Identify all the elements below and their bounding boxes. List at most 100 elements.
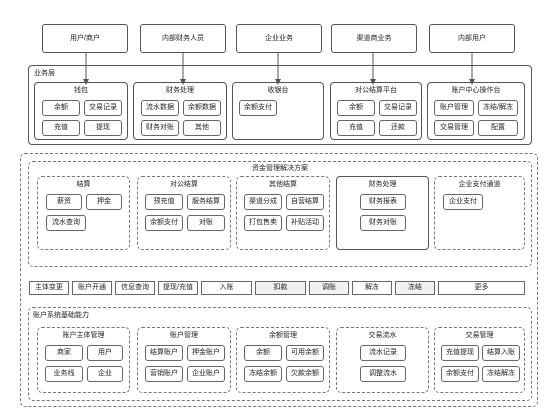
item-enterprise-pay: 企业支付 (443, 194, 483, 210)
business-layer: 业务层 (28, 65, 532, 145)
item-business-line: 业务线 (45, 366, 83, 382)
group-title: 交易流水 (368, 332, 397, 339)
group-wallet: 钱包 余额 交易记录 充值 提现 (34, 82, 128, 140)
group-title: 企业支付通道 (458, 181, 501, 188)
group-title: 账户中心操作台 (451, 87, 501, 94)
entity-user-merchant: 用户/商户 (42, 24, 128, 53)
group-title: 收银台 (267, 87, 289, 94)
group-title: 财务处理 (166, 87, 194, 94)
group-other-settle: 其他结算 渠道分成 自营结算 打包售卖 补贴活动 (236, 176, 330, 250)
item-freeze-unfreeze: 冻结解冻 (482, 366, 520, 382)
item-settle-credit: 结算入账 (482, 345, 520, 361)
item-marketing-account: 营销账户 (145, 366, 183, 382)
action-credit: 入账 (201, 281, 252, 295)
base-capability-label: 账户系统基础能力 (33, 312, 89, 319)
item-balance-pay: 余额支付 (441, 366, 479, 382)
base-capability-section: 账户系统基础能力 (28, 307, 532, 401)
item-transactions: 交易记录 (84, 100, 122, 116)
entity-label: 渠道商业务 (356, 35, 392, 42)
item-repay: 还款 (379, 120, 417, 136)
item-salary: 薪资 (46, 194, 82, 210)
group-title: 财务处理 (368, 181, 397, 188)
action-unfreeze: 解冻 (352, 281, 392, 295)
group-title: 账户主体管理 (62, 332, 105, 339)
item-flow-query: 流水查询 (46, 215, 86, 231)
item-channel-share: 渠道分成 (244, 194, 282, 210)
item-finance-report: 财务报表 (360, 194, 406, 210)
group-title: 其他结算 (269, 181, 297, 188)
account-system-boundary (20, 153, 538, 407)
group-corporate-settle: 对公结算 预充值 服务结算 余额支付 对账 (137, 176, 231, 250)
group-corporate-settlement: 对公结算平台 余额 交易记录 充值 还款 (330, 82, 422, 140)
item-adjust-flow: 调整流水 (360, 366, 406, 382)
item-self-settle: 自营结算 (286, 194, 324, 210)
group-title: 钱包 (74, 87, 88, 94)
item-debt-balance: 欠款余额 (286, 366, 324, 382)
action-subject-change: 主体变更 (29, 281, 69, 295)
group-trade-mgmt: 交易管理 充值提现 结算入账 余额支付 冻结解冻 (434, 327, 525, 393)
item-user: 用户 (87, 345, 123, 361)
entity-internal-finance: 内部财务人员 (140, 24, 226, 53)
action-adjust-cell: 调账 (309, 281, 349, 295)
item-trade-mgmt: 交易管理 (434, 120, 474, 136)
group-finance-processing: 财务处理 流水数据 余额数据 财务对账 其他 (133, 82, 227, 140)
item-reconcile: 财务对账 (141, 120, 179, 136)
group-title: 余额管理 (269, 332, 297, 339)
group-settlement: 结算 薪资 押金 流水查询 (37, 176, 130, 250)
item-deposit-account: 押金账户 (187, 345, 225, 361)
action-freeze: 冻结 (395, 281, 435, 295)
entity-label: 内部财务人员 (162, 35, 204, 42)
item-other: 其他 (183, 120, 221, 136)
group-account-console: 账户中心操作台 账户管理 冻结/解冻 交易管理 配置 (427, 82, 525, 140)
item-bundle-sale: 打包售卖 (244, 215, 282, 231)
entity-label: 内部用户 (458, 35, 486, 42)
item-balance-pay: 余额支付 (145, 215, 183, 231)
item-settle-account: 结算账户 (145, 345, 183, 361)
action-account-open: 账户开通 (72, 281, 112, 295)
action-withdraw-topup: 提现/充值 (158, 281, 198, 295)
item-finance-reconcile: 财务对账 (360, 215, 406, 231)
entity-channel: 渠道商业务 (331, 24, 417, 53)
solution-section: 资金管理解决方案 (28, 161, 532, 267)
entity-internal-user: 内部用户 (429, 24, 515, 53)
group-title: 结算 (76, 181, 91, 188)
group-trade-flow: 交易流水 流水记录 调整流水 (336, 327, 429, 393)
entity-label: 用户/商户 (70, 35, 100, 42)
item-enterprise: 企业 (87, 366, 123, 382)
solution-title: 资金管理解决方案 (252, 165, 308, 172)
item-subsidy: 补贴活动 (286, 215, 324, 231)
item-enterprise-account: 企业账户 (187, 366, 225, 382)
item-reconcile: 对账 (187, 215, 225, 231)
group-finance-handle: 财务处理 财务报表 财务对账 (336, 176, 429, 250)
item-balance: 余额 (337, 100, 375, 116)
item-prepay: 预充值 (145, 194, 183, 210)
item-flow-data: 流水数据 (141, 100, 179, 116)
business-layer-label: 业务层 (34, 70, 55, 77)
item-service-settle: 服务结算 (187, 194, 225, 210)
item-withdraw: 提现 (84, 120, 122, 136)
group-title: 对公结算平台 (355, 87, 397, 94)
group-title: 交易管理 (465, 332, 494, 339)
item-balance-pay: 余额支付 (239, 100, 277, 116)
item-config: 配置 (478, 120, 518, 136)
entity-enterprise: 企业业务 (236, 24, 322, 53)
item-frozen-balance: 冻结余额 (244, 366, 282, 382)
item-flow-record: 流水记录 (360, 345, 406, 361)
action-more: 更多 (438, 281, 525, 295)
item-topup: 充值 (42, 120, 80, 136)
action-info-query: 信息查询 (115, 281, 155, 295)
item-topup-withdraw: 充值提现 (441, 345, 479, 361)
item-transactions: 交易记录 (379, 100, 417, 116)
action-deduct-visible: 扣款 (255, 281, 306, 295)
item-merchant: 商家 (45, 345, 83, 361)
item-available-balance: 可用余额 (286, 345, 324, 361)
group-title: 对公结算 (170, 181, 198, 188)
item-balance: 余额 (42, 100, 80, 116)
group-account-mgmt: 账户管理 结算账户 押金账户 营销账户 企业账户 (137, 327, 231, 393)
group-title: 账户管理 (170, 332, 198, 339)
item-balance-data: 余额数据 (183, 100, 221, 116)
group-enterprise-pay: 企业支付通道 企业支付 (434, 176, 525, 250)
item-deposit: 押金 (86, 194, 122, 210)
group-subject-mgmt: 账户主体管理 商家 用户 业务线 企业 (37, 327, 130, 393)
item-freeze-unfreeze: 冻结/解冻 (478, 100, 518, 116)
